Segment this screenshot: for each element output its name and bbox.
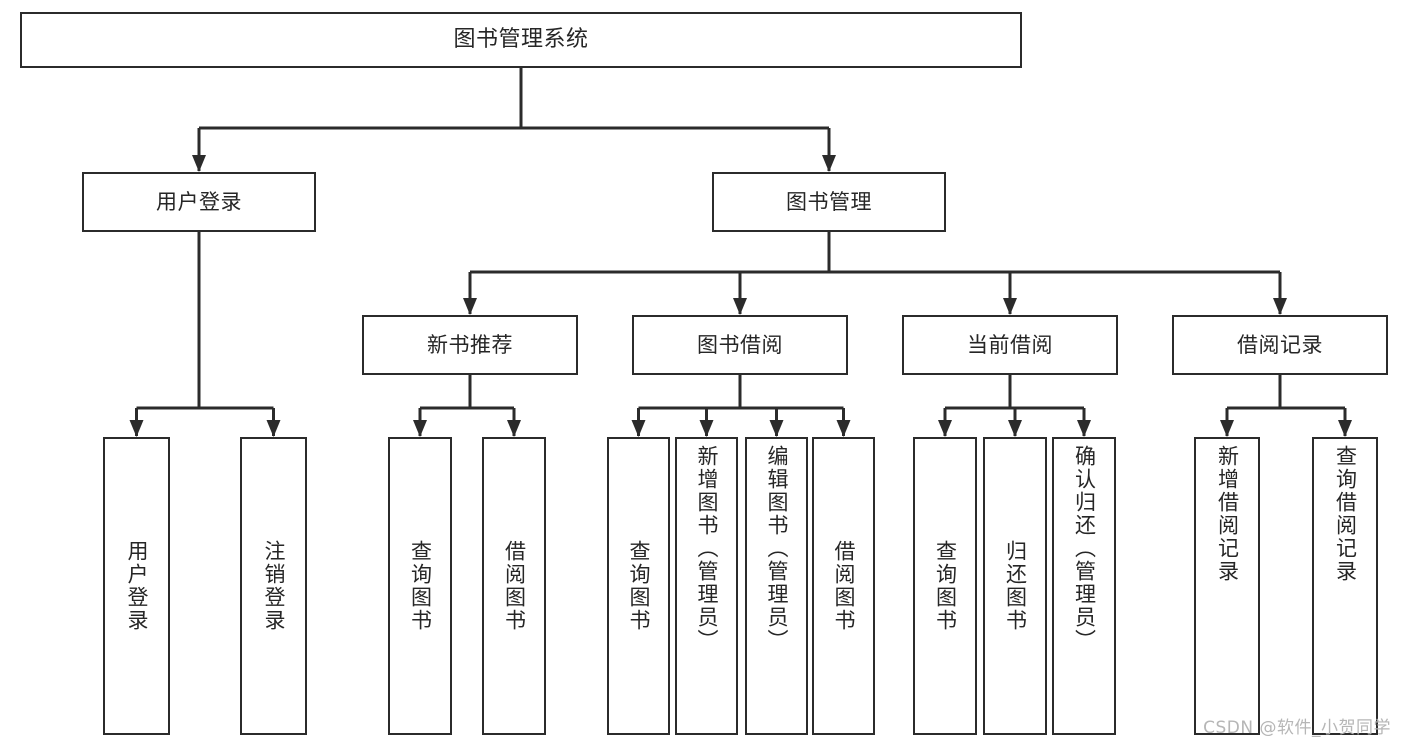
watermark-text: CSDN @软件_小贺同学 — [1203, 718, 1391, 738]
node-label: 当前借阅 — [967, 332, 1053, 357]
node-leaf-rec-2[interactable]: 查询借阅记录 — [1312, 437, 1378, 735]
node-leaf-borrow-2[interactable]: 新增图书（管理员） — [675, 437, 738, 735]
node-leaf-borrow-3[interactable]: 编辑图书（管理员） — [745, 437, 808, 735]
arrow-head-current — [1003, 298, 1017, 315]
arrow-head-newbook — [463, 298, 477, 315]
node-leaf-new-2[interactable]: 借阅图书 — [482, 437, 546, 735]
node-leaf-new-1[interactable]: 查询图书 — [388, 437, 452, 735]
arrow-head-leaf-login-1 — [129, 420, 144, 437]
node-label: 新增借阅记录 — [1215, 445, 1240, 583]
arrow-head-leaf-new-2 — [507, 420, 521, 437]
node-label: 图书管理 — [786, 189, 872, 214]
node-label: 注销登录 — [262, 540, 286, 632]
node-label: 查询图书 — [408, 540, 433, 632]
node-login[interactable]: 用户登录 — [82, 172, 316, 232]
arrow-head-leaf-rec-2 — [1338, 420, 1352, 437]
node-current[interactable]: 当前借阅 — [902, 315, 1118, 375]
node-leaf-cur-2[interactable]: 归还图书 — [983, 437, 1047, 735]
arrow-head-login — [192, 155, 206, 172]
node-label: 归还图书 — [1003, 540, 1028, 632]
node-leaf-login-2[interactable]: 注销登录 — [240, 437, 307, 735]
node-label: 借阅图书 — [832, 540, 856, 632]
node-label: 编辑图书（管理员） — [765, 445, 789, 652]
node-label: 查询图书 — [627, 540, 651, 632]
arrow-head-leaf-borrow-4 — [836, 420, 851, 437]
node-bookmgmt[interactable]: 图书管理 — [712, 172, 946, 232]
node-label: 借阅记录 — [1237, 332, 1323, 357]
node-label: 新增图书（管理员） — [695, 445, 719, 652]
node-label: 查询图书 — [933, 540, 958, 632]
arrow-head-bookmgmt — [822, 155, 836, 172]
arrow-head-leaf-cur-2 — [1008, 420, 1022, 437]
arrow-head-leaf-borrow-3 — [769, 420, 784, 437]
arrow-head-leaf-new-1 — [413, 420, 427, 437]
node-label: 图书借阅 — [697, 332, 783, 357]
arrow-head-leaf-rec-1 — [1220, 420, 1234, 437]
arrow-head-leaf-login-2 — [266, 420, 281, 437]
node-leaf-cur-3[interactable]: 确认归还（管理员） — [1052, 437, 1116, 735]
node-newbook[interactable]: 新书推荐 — [362, 315, 578, 375]
node-leaf-borrow-4[interactable]: 借阅图书 — [812, 437, 875, 735]
node-label: 用户登录 — [125, 540, 149, 632]
node-label: 借阅图书 — [502, 540, 527, 632]
arrow-head-leaf-borrow-1 — [631, 420, 646, 437]
node-label: 新书推荐 — [427, 332, 513, 357]
node-borrow[interactable]: 图书借阅 — [632, 315, 848, 375]
node-leaf-cur-1[interactable]: 查询图书 — [913, 437, 977, 735]
arrow-head-leaf-cur-3 — [1077, 420, 1091, 437]
arrow-head-borrow — [733, 298, 747, 315]
node-label: 用户登录 — [156, 189, 242, 214]
node-leaf-rec-1[interactable]: 新增借阅记录 — [1194, 437, 1260, 735]
node-root[interactable]: 图书管理系统 — [20, 12, 1022, 68]
node-label: 图书管理系统 — [453, 27, 589, 53]
node-leaf-login-1[interactable]: 用户登录 — [103, 437, 170, 735]
arrow-head-leaf-borrow-2 — [699, 420, 714, 437]
node-records[interactable]: 借阅记录 — [1172, 315, 1388, 375]
arrow-head-leaf-cur-1 — [938, 420, 952, 437]
node-leaf-borrow-1[interactable]: 查询图书 — [607, 437, 670, 735]
arrow-head-records — [1273, 298, 1287, 315]
node-label: 查询借阅记录 — [1333, 445, 1358, 583]
node-label: 确认归还（管理员） — [1072, 445, 1097, 652]
